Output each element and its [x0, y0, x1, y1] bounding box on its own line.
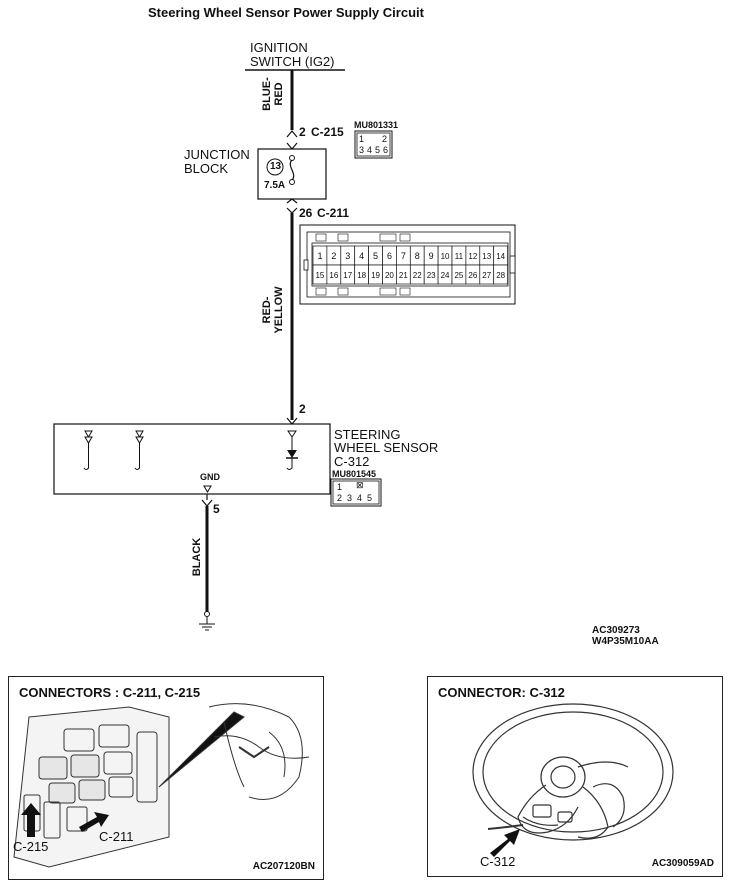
c215-part-number: MU801331 [354, 120, 399, 130]
connector-location-panel-left: CONNECTORS : C-211, C-215 C-215 C-211 [8, 676, 324, 880]
c211-pin-number: 9 [429, 251, 434, 261]
c211-pin-number: 28 [496, 271, 505, 280]
connector-block-illustration [13, 703, 310, 868]
c312-face-pin-2: 2 [337, 493, 343, 503]
gnd-pin: 5 [213, 502, 220, 516]
steering-wheel-illustration [472, 703, 674, 857]
c211-pin-number: 18 [357, 271, 366, 280]
fuse-rating: 7.5A [264, 180, 286, 191]
c215-face-pin-5: 5 [375, 145, 381, 155]
connector-location-panel-right: CONNECTOR: C-312 C-312 AC309059AD [427, 676, 723, 877]
c215-face-pin-6: 6 [383, 145, 389, 155]
wire-color-blue-red: BLUE- RED [261, 68, 285, 120]
gnd-label: GND [200, 472, 220, 482]
junction-label-line2: BLOCK [184, 161, 229, 176]
sensor-label-line2: WHEEL SENSOR [334, 440, 439, 455]
c215-face-pin-2: 2 [382, 134, 388, 144]
c211-code: C-211 [317, 206, 350, 220]
wire-color-top-line1: BLUE- [261, 77, 273, 111]
wire-color-gnd: BLACK [191, 537, 203, 577]
c215-face-pin-1: 1 [359, 134, 365, 144]
sensor-code: C-312 [334, 454, 370, 469]
diagram-code-1: AC309273 [592, 625, 640, 636]
panel-left-label-c215: C-215 [13, 839, 49, 854]
c211-pin-number: 11 [455, 252, 464, 261]
panel-left-title: CONNECTORS : C-211, C-215 [19, 685, 201, 700]
c312-face-pin-4: 4 [357, 493, 363, 503]
c211-pin-number: 15 [315, 271, 324, 280]
wire-color-red-yellow: RED- YELLOW [261, 280, 285, 340]
c312-part-number: MU801545 [332, 469, 377, 479]
c211-pin-number: 19 [371, 271, 380, 280]
c211-pin: 26 [299, 206, 313, 220]
panel-right-label-c312: C-312 [480, 854, 516, 869]
c215-code: C-215 [311, 125, 344, 139]
c211-pin-number: 23 [427, 271, 436, 280]
ignition-label-line1: IGNITION [250, 40, 308, 55]
c211-pin-number: 12 [468, 252, 477, 261]
c211-pin-number: 22 [413, 271, 422, 280]
c312-face-pin-1: 1 [337, 482, 343, 492]
c211-pin-number: 13 [482, 252, 491, 261]
fuse-number: 13 [270, 161, 282, 172]
c211-pin-number: 10 [441, 252, 450, 261]
c215-face-pin-4: 4 [367, 145, 373, 155]
wire-color-mid-line1: RED- [261, 296, 273, 324]
c211-pin-number: 5 [373, 251, 378, 261]
wire-color-mid-line2: YELLOW [272, 286, 285, 334]
panel-right-title: CONNECTOR: C-312 [438, 685, 565, 700]
c211-pin-number: 27 [482, 271, 491, 280]
c211-pin-number: 7 [401, 251, 406, 261]
c312-face-pin-5: 5 [367, 493, 373, 503]
c211-pin-number: 6 [387, 251, 392, 261]
diagram-title: Steering Wheel Sensor Power Supply Circu… [148, 5, 424, 20]
c312-face-pin-3: 3 [347, 493, 353, 503]
sensor-label-line1: STEERING [334, 427, 401, 442]
panel-left-code: AC207120BN [252, 861, 315, 872]
c215-pin: 2 [299, 125, 306, 139]
sensor-pin: 2 [299, 402, 306, 416]
c211-pin-number: 24 [441, 271, 450, 280]
c211-pin-number: 8 [415, 251, 420, 261]
wire-color-black: BLACK [191, 532, 204, 582]
ignition-label-line2: SWITCH (IG2) [250, 54, 335, 69]
c211-pin-number: 25 [454, 271, 463, 280]
junction-label-line1: JUNCTION [184, 147, 250, 162]
wire-color-top-line2: RED [272, 82, 285, 106]
c215-face-pin-3: 3 [359, 145, 365, 155]
c211-pin-number: 26 [468, 271, 477, 280]
panel-left-label-c211: C-211 [99, 829, 134, 844]
c211-pin-number: 16 [329, 271, 338, 280]
c211-pin-number: 14 [496, 252, 505, 261]
c211-pin-number: 17 [343, 271, 352, 280]
c211-pin-number: 2 [331, 251, 336, 261]
diagram-code-2: W4P35M10AA [592, 636, 659, 647]
cross-icon: ⊠ [356, 480, 364, 490]
c211-pin-number: 4 [359, 251, 364, 261]
c211-pin-number: 20 [385, 271, 394, 280]
panel-right-code: AC309059AD [651, 858, 714, 869]
c211-pin-number: 21 [399, 271, 408, 280]
c211-cavity [493, 264, 508, 285]
c211-pin-number: 1 [317, 251, 322, 261]
c211-pin-number: 3 [345, 251, 350, 261]
